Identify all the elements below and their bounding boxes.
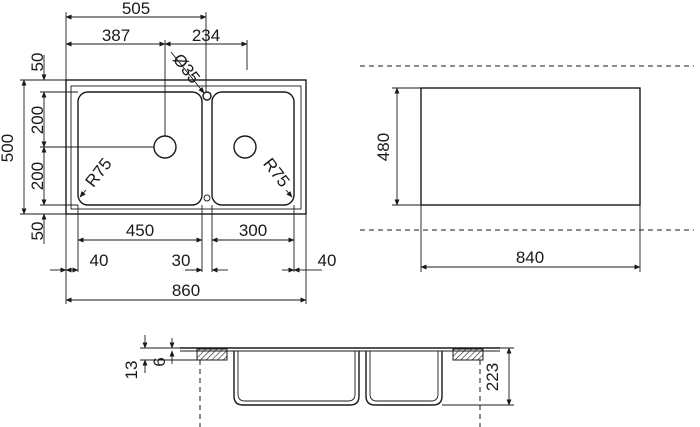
right-drain [233,135,257,159]
right-bowl [211,91,295,206]
dim-450: 450 [126,221,154,240]
dim-30: 30 [172,251,191,270]
dim-200-lower: 200 [28,162,47,190]
sink-rim [70,85,302,210]
cutout-rectangle [420,87,641,206]
countertop-left-section [196,348,228,361]
dim-40-left: 40 [90,251,109,270]
dim-13: 13 [122,361,141,380]
dim-387: 387 [102,26,130,45]
dim-200-upper: 200 [28,106,47,134]
dim-300: 300 [239,221,267,240]
dim-50-top: 50 [28,53,47,72]
dim-505: 505 [122,0,150,18]
dim-40-right: 40 [318,251,337,270]
dim-500: 500 [0,134,17,162]
dim-840: 840 [516,248,544,267]
dim-234: 234 [192,26,220,45]
cutout-view: 480 840 [360,65,694,272]
right-bowl-section [365,351,443,406]
sink-top-view: 505 387 234 Ø35 50 200 500 200 50 R75 R7… [0,0,336,304]
dim-860: 860 [172,281,200,300]
dim-50-bottom: 50 [28,222,47,241]
overflow-hole [203,194,211,202]
left-bowl [77,91,203,206]
countertop-right-section [452,348,484,361]
dim-480: 480 [374,133,393,161]
dim-r75-left: R75 [82,154,116,190]
left-bowl-section [233,351,360,406]
dim-6: 6 [150,357,169,366]
dim-223: 223 [483,363,502,391]
tap-hole [202,91,212,101]
dim-r75-right: R75 [259,154,293,190]
left-drain [153,135,177,159]
section-view: 13 6 223 [122,335,514,427]
